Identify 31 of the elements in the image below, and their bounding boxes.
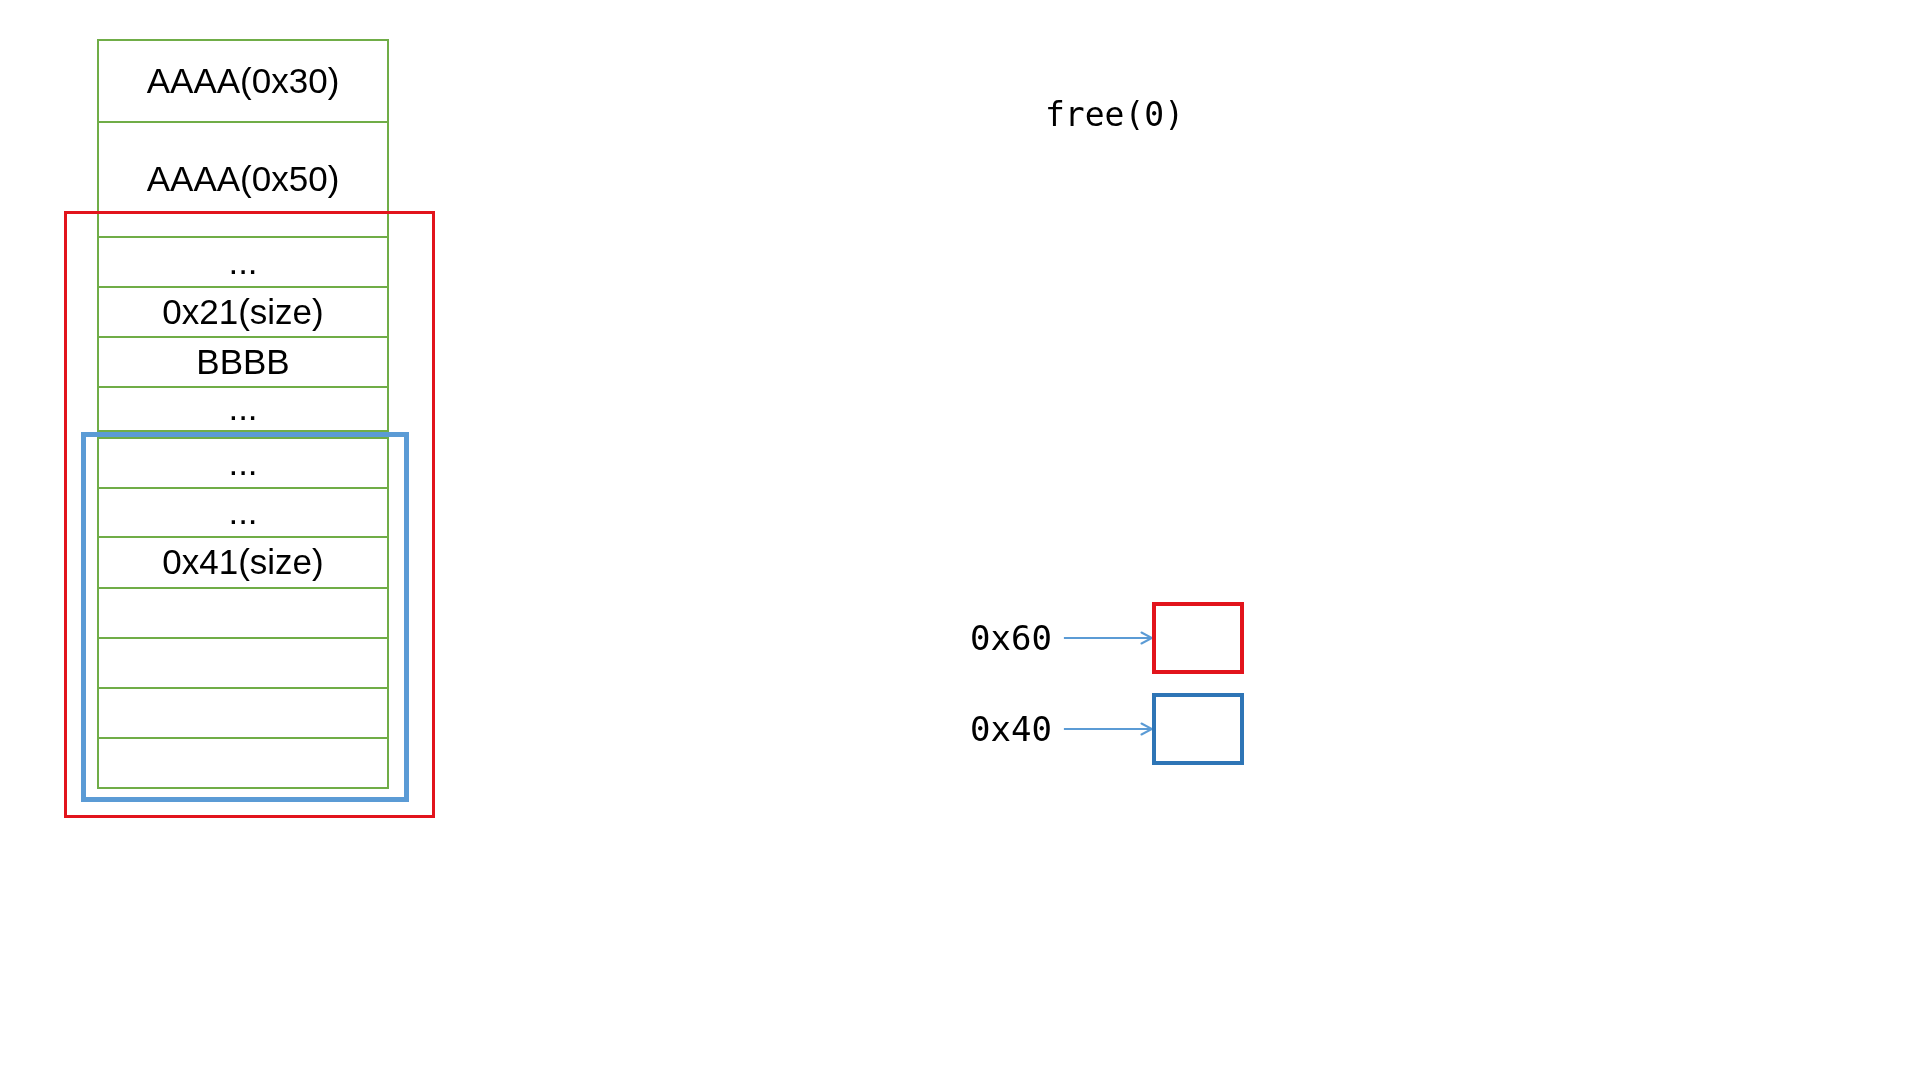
memory-slot [97,437,389,489]
chunk-outline [64,211,435,818]
memory-slot [97,637,389,689]
memory-slot [97,236,389,288]
memory-value: ... [228,388,258,429]
memory-slot [97,737,389,789]
memory-slot [97,286,389,338]
memory-slot [97,121,389,238]
bin-size-label: 0x40 [970,709,1052,749]
memory-value: AAAA(0x30) [146,60,340,102]
bin-size-label: 0x60 [970,618,1052,658]
memory-value: AAAA(0x50) [146,159,340,200]
memory-slot [97,386,389,432]
memory-value: 0x21(size) [162,291,324,333]
chunk-outline [81,432,409,802]
memory-value: ... [228,442,258,484]
memory-value: ... [228,241,258,283]
memory-slot [97,587,389,639]
memory-slot [97,39,389,123]
memory-slot [97,336,389,388]
memory-value: BBBB [196,341,290,383]
function-call-label: free(0) [1045,95,1185,135]
memory-value: 0x41(size) [162,542,324,583]
arrow [1062,631,1153,645]
freed-chunk-box [1152,602,1244,674]
memory-slot [97,687,389,739]
freed-chunk-box [1152,693,1244,765]
memory-value: ... [228,492,258,533]
memory-slot [97,536,389,589]
memory-slot [97,487,389,538]
arrow [1062,722,1153,736]
